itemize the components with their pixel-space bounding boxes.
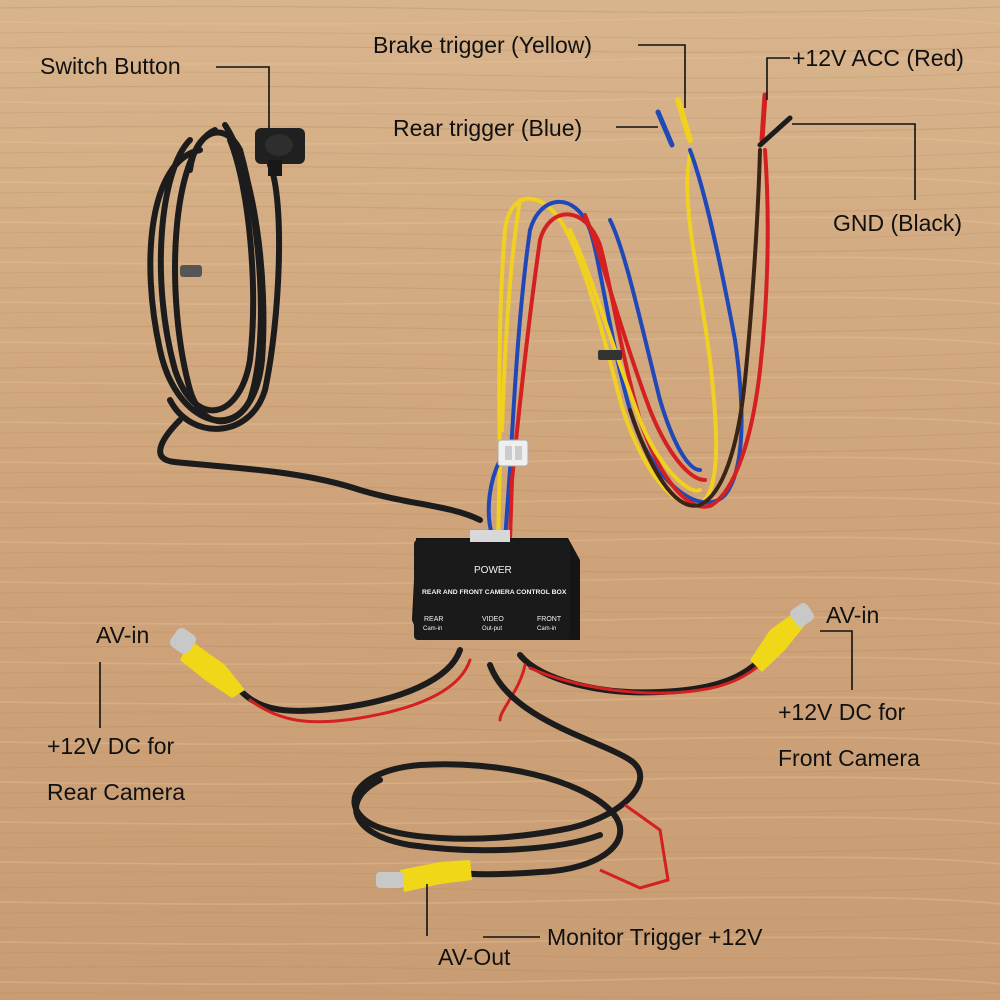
label-av-in-front: AV-in: [826, 602, 880, 628]
box-rear-sub: Cam-in: [423, 626, 443, 632]
box-power-label: POWER: [474, 565, 512, 576]
label-gnd: GND (Black): [833, 210, 963, 236]
power-harness: [486, 148, 770, 542]
cable-tie: [180, 265, 202, 277]
label-rear-dc-line1: +12V DC for: [47, 733, 175, 759]
label-front-dc-line2: Front Camera: [778, 745, 920, 771]
box-front-sub: Cam-in: [537, 626, 557, 632]
harness-tie: [598, 350, 622, 360]
label-switch-button: Switch Button: [40, 53, 181, 79]
harness-connector: [497, 439, 529, 467]
label-av-in-rear: AV-in: [96, 622, 150, 648]
wire-tips: [655, 92, 793, 148]
label-acc: +12V ACC (Red): [792, 45, 964, 71]
label-monitor-trigger: Monitor Trigger +12V: [547, 924, 763, 950]
front-rca-plug: [750, 603, 814, 672]
box-video-sub: Out-put: [482, 626, 503, 632]
box-rear-label: REAR: [424, 616, 444, 623]
box-front-label: FRONT: [537, 616, 562, 623]
switch-cable-coil: [147, 122, 483, 523]
switch-button-device: [255, 128, 305, 176]
rear-rca-plug: [170, 628, 245, 698]
leader-lines: [99, 44, 916, 938]
rear-camera-cable: [237, 647, 472, 724]
box-title: REAR AND FRONT CAMERA CONTROL BOX: [422, 589, 567, 596]
label-front-dc-line1: +12V DC for: [778, 699, 906, 725]
av-out-rca-plug: [376, 860, 472, 892]
label-brake-trigger: Brake trigger (Yellow): [373, 32, 593, 58]
label-av-out: AV-Out: [438, 944, 511, 970]
monitor-trigger-wire: [599, 803, 670, 890]
control-box: [412, 530, 580, 640]
label-rear-dc-line2: Rear Camera: [47, 779, 186, 805]
box-video-label: VIDEO: [482, 616, 504, 623]
label-rear-trigger: Rear trigger (Blue): [393, 115, 583, 141]
